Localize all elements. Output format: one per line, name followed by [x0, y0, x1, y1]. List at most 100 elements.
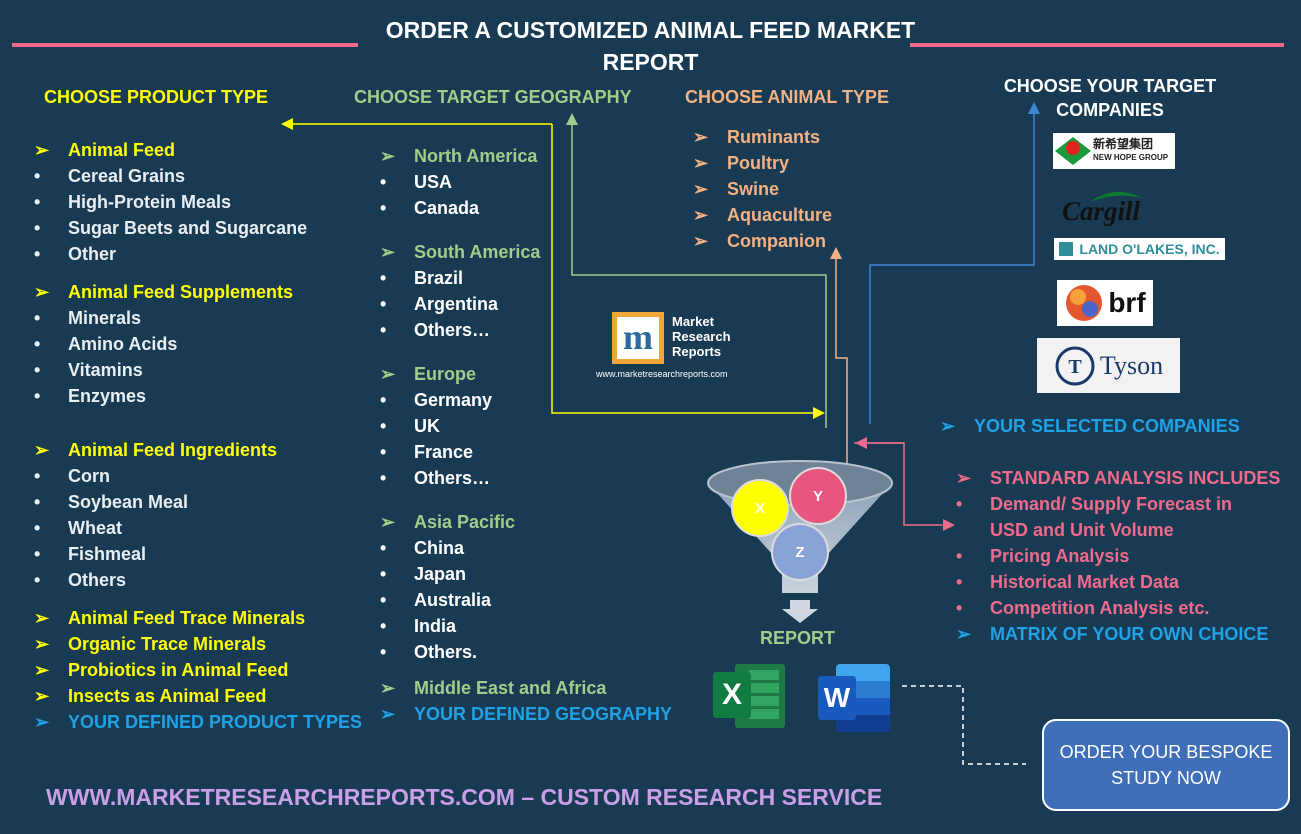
cargill-leaf-icon: [1090, 191, 1142, 202]
geography-item-marker: •: [380, 538, 387, 558]
geography-item[interactable]: •Canada: [380, 195, 672, 221]
geography-item-marker: •: [380, 642, 387, 662]
geography-item[interactable]: •China: [380, 535, 672, 561]
geography-item-label: India: [414, 616, 457, 636]
animal-item[interactable]: ➢ Aquaculture: [693, 202, 832, 228]
animal-item[interactable]: ➢Swine: [693, 176, 832, 202]
animal-item[interactable]: ➢Ruminants: [693, 124, 832, 150]
product-item[interactable]: •Other: [34, 241, 362, 267]
geography-item[interactable]: •Others…: [380, 317, 672, 343]
product-item-label: Cereal Grains: [68, 166, 186, 186]
funnel-label-z: Z: [795, 544, 804, 561]
geography-item[interactable]: •UK: [380, 413, 672, 439]
animal-item-label: Poultry: [727, 153, 790, 173]
geography-item[interactable]: ➢Asia Pacific: [380, 509, 672, 535]
brf-wordmark: brf: [1108, 287, 1146, 318]
geography-item-label: Others…: [414, 320, 491, 340]
geography-item[interactable]: • Others…: [380, 465, 672, 491]
tyson-wordmark: Tyson: [1099, 350, 1164, 380]
geography-item-label: Others.: [414, 642, 478, 662]
product-item-marker: •: [34, 308, 41, 328]
animal-heading: CHOOSE ANIMAL TYPE: [685, 87, 890, 107]
product-item[interactable]: ➢Probiotics in Animal Feed: [34, 657, 362, 683]
product-item-marker: •: [34, 192, 41, 212]
product-item[interactable]: ➢YOUR DEFINED PRODUCT TYPES: [34, 709, 362, 735]
geography-item[interactable]: •France: [380, 439, 672, 465]
tyson-emblem-icon: T: [1055, 346, 1095, 385]
product-item[interactable]: ➢Animal Feed Supplements: [34, 279, 362, 305]
geography-item-marker: ➢: [380, 704, 396, 724]
cta-connector: [902, 685, 1026, 765]
funnel: X Y Z: [707, 460, 893, 623]
analysis-item[interactable]: USD and Unit Volume: [956, 517, 1280, 543]
geography-item[interactable]: •USA: [380, 169, 672, 195]
product-item[interactable]: •Cereal Grains: [34, 163, 362, 189]
analysis-item[interactable]: •Competition Analysis etc.: [956, 595, 1280, 621]
companies-connector: [869, 102, 1040, 424]
analysis-item-label: USD and Unit Volume: [990, 520, 1174, 540]
animal-item-label: Aquaculture: [727, 205, 833, 225]
geography-item-marker: •: [380, 468, 387, 488]
excel-icon: X: [713, 660, 787, 732]
product-item[interactable]: •Others: [34, 567, 362, 593]
product-item[interactable]: •Wheat: [34, 515, 362, 541]
new-hope-logo: 新希望集团 NEW HOPE GROUP: [1053, 133, 1175, 169]
product-item[interactable]: •Amino Acids: [34, 331, 362, 357]
geography-item[interactable]: ➢ YOUR DEFINED GEOGRAPHY: [380, 701, 672, 727]
animal-list: ➢Ruminants➢Poultry➢Swine ➢ Aquaculture ➢Com…: [693, 124, 832, 254]
analysis-item[interactable]: •Historical Market Data: [956, 569, 1280, 595]
product-item[interactable]: •Sugar Beets and Sugarcane: [34, 215, 362, 241]
product-heading: CHOOSE PRODUCT TYPE: [44, 87, 269, 107]
geography-item[interactable]: •India: [380, 613, 672, 639]
page-title: ORDER A CUSTOMIZED ANIMAL FEED MARKET RE…: [385, 17, 916, 75]
geography-item[interactable]: •Japan: [380, 561, 672, 587]
animal-item[interactable]: ➢Companion: [693, 228, 832, 254]
geography-item[interactable]: •Australia: [380, 587, 672, 613]
geography-item-marker: •: [380, 590, 387, 610]
product-item[interactable]: ➢Animal Feed Ingredients: [34, 437, 362, 463]
geography-item[interactable]: • Germany: [380, 387, 672, 413]
footer-link[interactable]: WWW.MARKETRESEARCHREPORTS.COM – CUSTOM R…: [46, 784, 883, 810]
geography-item[interactable]: •Brazil: [380, 265, 672, 291]
product-item-marker: •: [34, 518, 41, 538]
product-item[interactable]: ➢Organic Trace Minerals: [34, 631, 362, 657]
order-study-button[interactable]: ORDER YOUR BESPOKE STUDY NOW: [1042, 719, 1290, 811]
geography-item[interactable]: •Argentina: [380, 291, 672, 317]
order-study-line1: ORDER YOUR BESPOKE: [1059, 742, 1273, 762]
product-item[interactable]: •Vitamins: [34, 357, 362, 383]
product-item[interactable]: •Enzymes: [34, 383, 362, 409]
mrr-logo-line1: Market: [672, 314, 714, 329]
geography-item-label: Germany: [414, 390, 493, 410]
geography-item-label: YOUR DEFINED GEOGRAPHY: [414, 704, 673, 724]
geography-item[interactable]: ➢Middle East and Africa: [380, 675, 672, 701]
analysis-item[interactable]: •Demand/ Supply Forecast in: [956, 491, 1280, 517]
product-item[interactable]: •High-Protein Meals: [34, 189, 362, 215]
mrr-logo-line3: Reports: [672, 344, 722, 359]
geography-item-label: Others…: [414, 468, 491, 488]
product-item[interactable]: ➢Animal Feed: [34, 137, 362, 163]
product-item[interactable]: •Fishmeal: [34, 541, 362, 567]
geography-item-label: Brazil: [414, 268, 464, 288]
animal-item-marker: ➢: [693, 205, 709, 225]
animal-item[interactable]: ➢Poultry: [693, 150, 832, 176]
geography-item[interactable]: ➢South America: [380, 239, 672, 265]
product-item-marker: •: [34, 492, 41, 512]
analysis-item[interactable]: •Pricing Analysis: [956, 543, 1280, 569]
product-item[interactable]: •Corn: [34, 463, 362, 489]
brf-globe-icon: [1066, 285, 1103, 321]
geography-item-marker: •: [380, 390, 387, 410]
product-item-label: Probiotics in Animal Feed: [68, 660, 289, 680]
analysis-item[interactable]: ➢MATRIX OF YOUR OWN CHOICE: [956, 621, 1280, 647]
geography-item-marker: ➢: [380, 146, 396, 166]
product-item-marker: ➢: [34, 634, 50, 654]
geography-item[interactable]: ➢North America: [380, 143, 672, 169]
geography-item[interactable]: • Others.: [380, 639, 672, 665]
analysis-item[interactable]: ➢STANDARD ANALYSIS INCLUDES: [956, 465, 1280, 491]
geography-item[interactable]: ➢Europe: [380, 361, 672, 387]
product-item[interactable]: ➢Insects as Animal Feed: [34, 683, 362, 709]
product-item[interactable]: ➢Animal Feed Trace Minerals: [34, 605, 362, 631]
product-item[interactable]: •Soybean Meal: [34, 489, 362, 515]
product-item-marker: •: [34, 386, 41, 406]
product-item[interactable]: •Minerals: [34, 305, 362, 331]
geography-heading: CHOOSE TARGET GEOGRAPHY: [354, 87, 632, 107]
